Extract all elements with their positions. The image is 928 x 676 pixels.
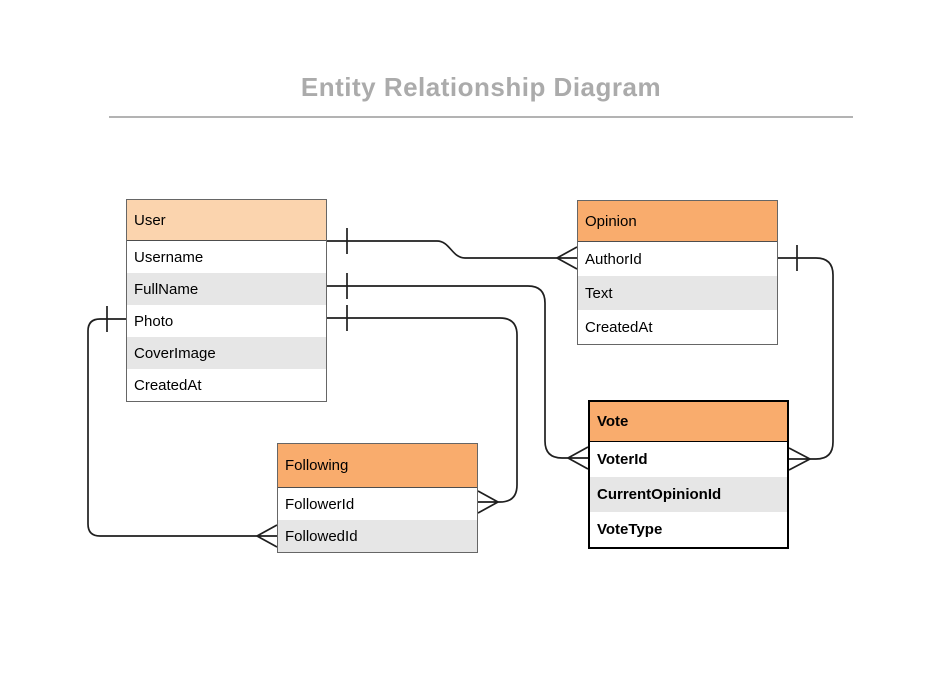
crow-foot-many [567, 446, 589, 470]
crow-foot-many [256, 524, 278, 548]
connector-line [327, 240, 557, 259]
table-row: Photo [127, 305, 326, 337]
table-row: VoterId [590, 442, 787, 477]
entity-user: User Username FullName Photo CoverImage … [126, 199, 327, 402]
table-row: FollowedId [278, 520, 477, 552]
entity-user-header: User [127, 200, 326, 241]
connector-line [327, 285, 568, 459]
table-row: FullName [127, 273, 326, 305]
crow-foot-many [477, 490, 499, 514]
table-row: CurrentOpinionId [590, 477, 787, 512]
table-row: CreatedAt [127, 369, 326, 401]
entity-vote-header: Vote [590, 402, 787, 442]
crow-foot-many [788, 447, 811, 471]
diagram-title: Entity Relationship Diagram [300, 72, 662, 102]
entity-vote: Vote VoterId CurrentOpinionId VoteType [588, 400, 789, 549]
entity-following-header: Following [278, 444, 477, 488]
entity-opinion-header: Opinion [578, 201, 777, 242]
table-row: Username [127, 241, 326, 273]
table-row: CoverImage [127, 337, 326, 369]
entity-following: Following FollowerId FollowedId [277, 443, 478, 553]
table-row: VoteType [590, 512, 787, 547]
entity-opinion: Opinion AuthorId Text CreatedAt [577, 200, 778, 345]
relationship-user-opinion [327, 228, 578, 270]
title-divider [109, 116, 853, 118]
table-row: CreatedAt [578, 310, 777, 344]
table-row: Text [578, 276, 777, 310]
table-row: FollowerId [278, 488, 477, 520]
relationship-user-vote [327, 273, 589, 470]
crow-foot-many [556, 246, 578, 270]
table-row: AuthorId [578, 242, 777, 276]
